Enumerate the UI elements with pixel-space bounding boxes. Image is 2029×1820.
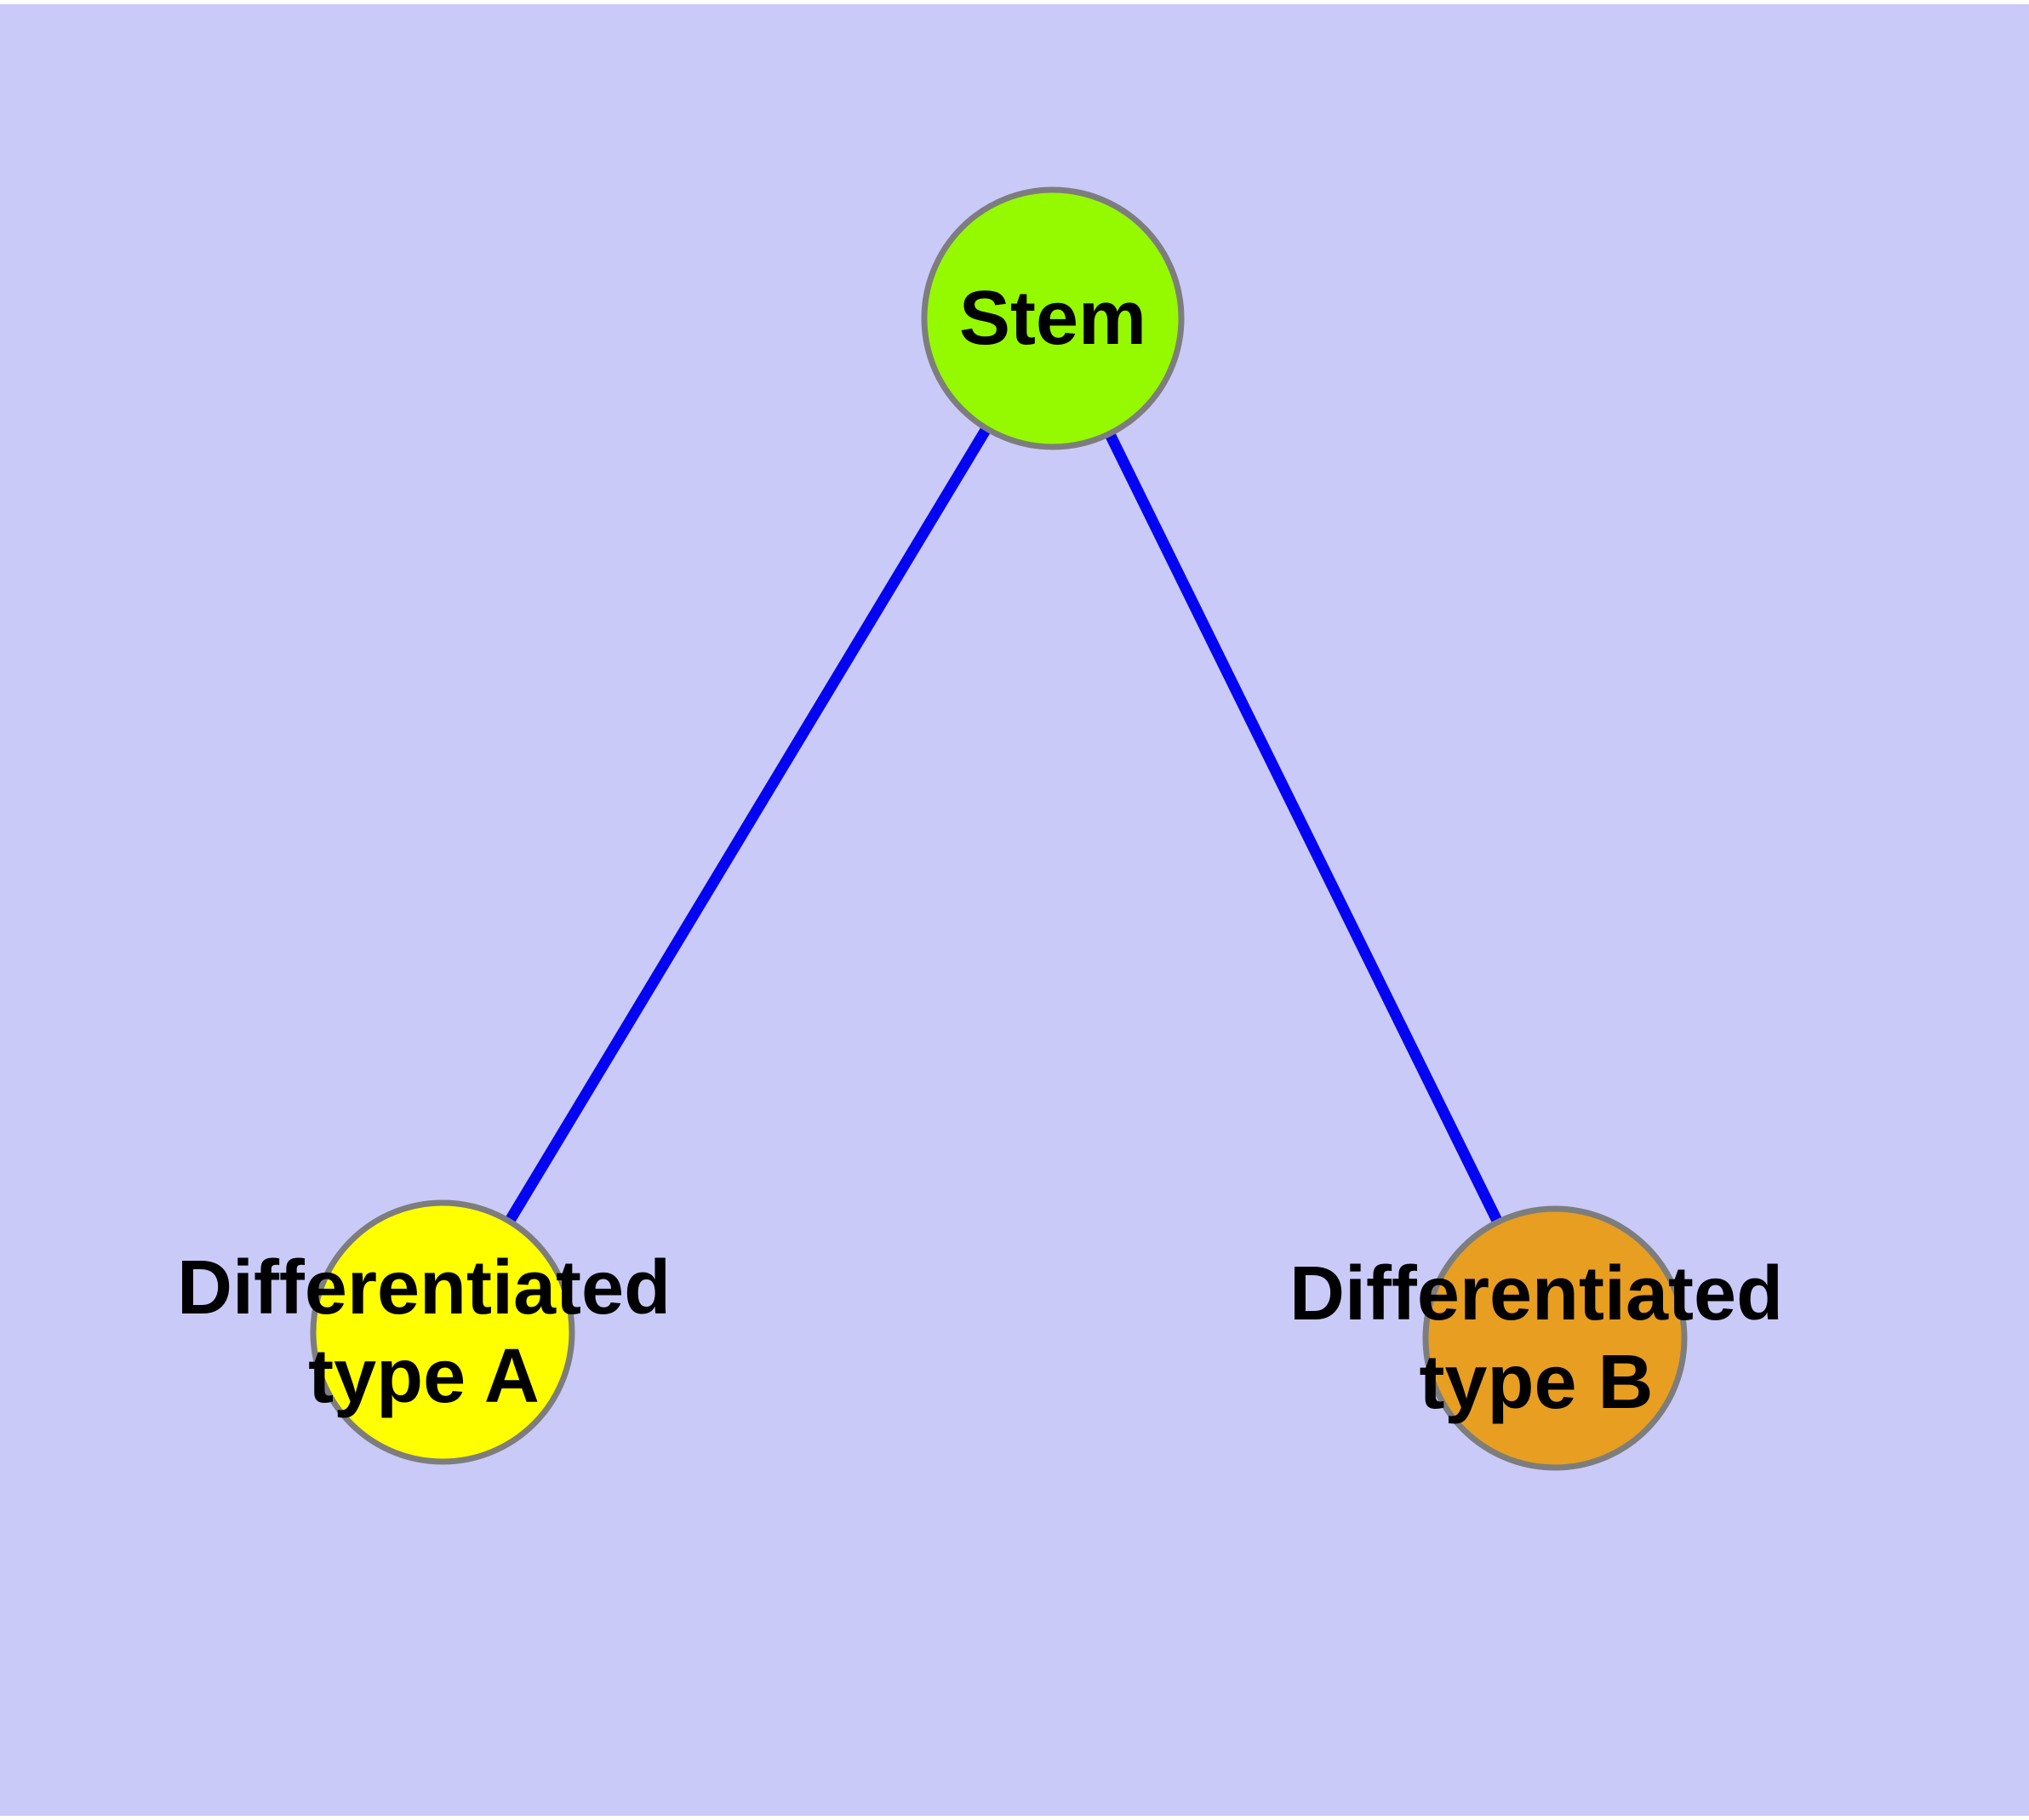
- figure-margin-top: [0, 0, 2029, 4]
- node-type-a-circle: [310, 1199, 575, 1465]
- node-type-b-circle: [1422, 1205, 1688, 1471]
- figure-margin-bottom: [0, 1816, 2029, 1820]
- node-stem-circle: [921, 186, 1185, 450]
- edge-stem-to-type-b: [1048, 316, 1560, 1341]
- edge-stem-to-type-a: [437, 315, 1058, 1336]
